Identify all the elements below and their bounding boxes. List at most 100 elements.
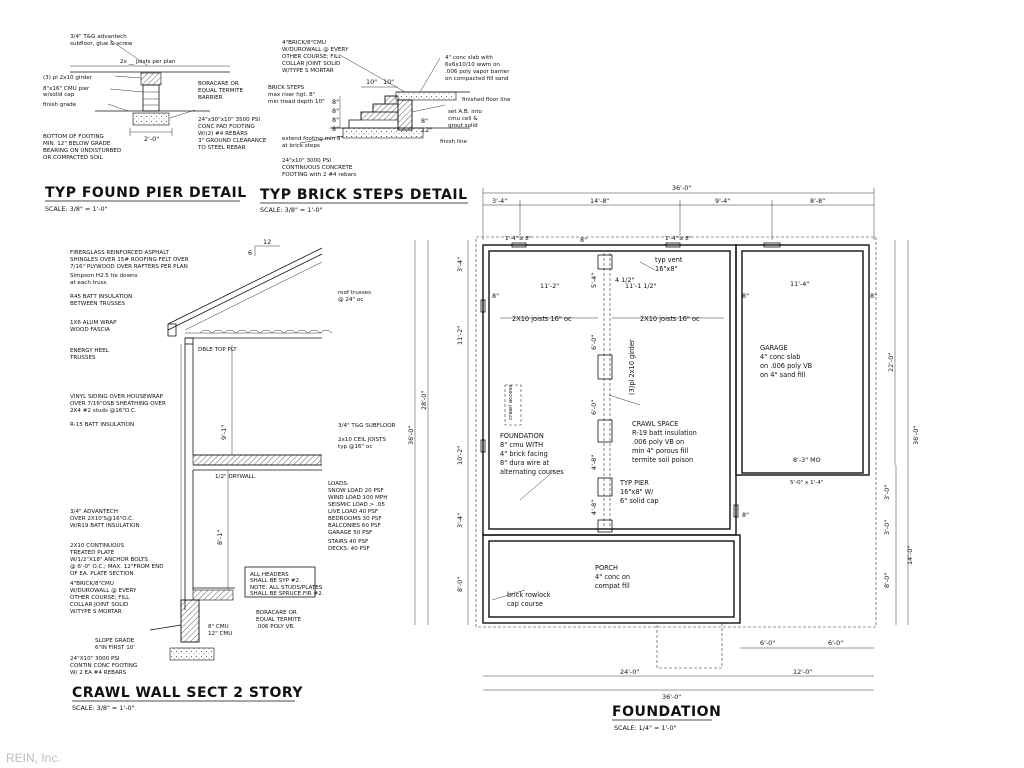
dim-right-3: 3'-0" — [883, 485, 891, 500]
dim-int-13: 8" — [742, 292, 749, 300]
dim-int-12: 8" — [492, 292, 499, 300]
typ-vent-label-2: 16"x8" — [655, 265, 678, 273]
dim-top-3: 9'-4" — [715, 197, 730, 205]
section-note-14: DBLE TOP PLT — [198, 347, 237, 353]
section-note-39: CONTIN CONC FOOTING — [70, 663, 137, 669]
pier-note-13: W/(2) #4 REBARS — [198, 131, 248, 137]
section-note-23: 3/4" ADVANTECH — [70, 509, 118, 515]
section-note-27: TREATED PLATE — [69, 550, 115, 556]
section-note-45: 12" CMU — [208, 631, 232, 637]
pier-note-12: CONC PAD FOOTING — [198, 124, 255, 130]
section-note-42: EQUAL TERMITE — [256, 617, 301, 623]
dim-int-1: 11'-2" — [540, 282, 559, 290]
dim-int-10: 8'-3" MO — [793, 456, 821, 464]
steps-dim-footing: 12" — [421, 126, 432, 134]
crawl-wall-section: 12 6 9'-1" 8 — [69, 238, 396, 712]
pitch-run: 12 — [263, 238, 271, 246]
garage-note-2: 4" conc slab — [760, 353, 800, 361]
headers-note-3: NOTE: ALL STUDS/PLATES — [250, 585, 323, 591]
dim-left-5: 8'-0" — [456, 577, 464, 592]
steps-note-14: set A.B. into — [448, 109, 483, 115]
loads-line-1: LOADS: — [328, 481, 349, 487]
pier-detail: 3/4" T&G advantech subfloor, glue & scre… — [43, 34, 267, 213]
steps-note-8: min tread depth 10" — [268, 99, 325, 105]
foundation-note-2: 8" cmu WITH — [500, 441, 543, 449]
crawl-note-3: .006 poly VB on — [632, 438, 684, 446]
dim-int-3: 4 1/2" — [615, 276, 634, 284]
headers-note-2: SHALL BE SYP #2. — [250, 578, 301, 584]
section-note-7: BETWEEN TRUSSES — [70, 301, 125, 307]
crawl-note-1: CRAWL SPACE — [632, 420, 678, 428]
section-note-35: W/TYPE S MORTAR — [70, 609, 122, 615]
pier-note-2: subfloor, glue & screw — [70, 41, 133, 47]
joists-right-label: 2X10 joists 16" oc — [640, 315, 700, 323]
loads-line-9: STAIRS 40 PSF — [328, 539, 368, 545]
steps-dim-riser-3: 8" — [332, 116, 339, 124]
dim-int-9: 11'-4" — [790, 280, 809, 288]
dim-int-7: 4'-8" — [590, 455, 598, 470]
pier-note-4: (3) pl 2x10 girder — [43, 75, 93, 81]
section-note-13: @ 24" oc — [338, 297, 363, 303]
dim-bottom-4: 12'-0" — [793, 668, 812, 676]
steps-note-12: on compacted fill sand — [445, 76, 509, 82]
steps-dim-riser-2: 8" — [332, 107, 339, 115]
dim-left-6: 28'-0" — [420, 391, 428, 410]
porch-note-2: 4" conc on — [595, 573, 630, 581]
section-note-28: W/1/2"X18" ANCHOR BOLTS — [70, 557, 148, 563]
section-note-8: 1X6 ALUM WRAP — [70, 320, 117, 326]
foundation-scale: SCALE: 1/4" = 1'-0" — [614, 724, 677, 732]
rowlock-note-1: brick rowlock — [507, 591, 551, 599]
dim-bottom-overall: 36'-0" — [662, 693, 681, 701]
pier-note-14: 3" GROUND CLEARANCE — [198, 138, 267, 144]
section-note-4: Simpson H2.5 tie downs — [70, 273, 138, 279]
pier-detail-scale: SCALE: 3/8" = 1'-0" — [45, 205, 108, 213]
dim-int-15: 8" — [742, 511, 749, 519]
steps-dim-riser-1: 8" — [332, 98, 339, 106]
dim-top-4: 8'-8" — [810, 197, 825, 205]
garage-note-3: on .006 poly VB — [760, 362, 813, 370]
loads-line-5: LIVE LOAD 40 PSF — [328, 509, 378, 515]
section-note-10: ENERGY HEEL — [70, 348, 110, 354]
dim-int-16: 8" — [580, 236, 587, 244]
section-note-34: COLLAR JOINT SOLID — [70, 602, 128, 608]
steps-dim-wall: 8" — [421, 117, 428, 125]
section-note-29: @ 6'-0" O.C.; MAX. 12"FROM END — [70, 564, 164, 570]
steps-note-19: finish line — [440, 139, 468, 145]
pier-note-10: BARRIER — [198, 95, 223, 101]
foundation-note-1: FOUNDATION — [500, 432, 544, 440]
dim-int-14: 8" — [870, 292, 877, 300]
rowlock-note-2: cap course — [507, 600, 543, 608]
steps-dim-tread-1: 10" — [366, 78, 377, 86]
dim-int-4: 5'-4" — [590, 273, 598, 288]
section-note-40: W/ 2 EA #4 REBARS — [70, 670, 127, 676]
garage-note-1: GARAGE — [760, 344, 788, 352]
section-note-32: W/DUROWALL @ EVERY — [70, 588, 137, 594]
pier-note-16: BOTTOM OF FOOTING — [43, 134, 104, 140]
pier-note-7: finish grade — [43, 102, 77, 108]
crawl-note-4: min 4" porous fill — [632, 447, 688, 455]
pitch-rise: 6 — [248, 249, 252, 257]
steps-note-16: grout solid — [448, 123, 478, 129]
pier-note-17: MIN. 12" BELOW GRADE — [43, 141, 111, 147]
pier-note-19: OR COMPACTED SOIL — [43, 155, 103, 161]
loads-line-10: DECKS: 40 PSF — [328, 546, 370, 552]
garage-note-4: on 4" sand fill — [760, 371, 806, 379]
section-note-31: 4"BRICK/8"CMU — [70, 581, 114, 587]
dim-int-17: 1'-4" x 8" — [505, 236, 532, 242]
section-note-26: 2X10 CONTINUOUS — [70, 543, 125, 549]
watermark-text: REIN, Inc. — [6, 751, 61, 765]
pier-detail-title: TYP FOUND PIER DETAIL — [45, 185, 247, 201]
dim-bottom-3: 24'-0" — [620, 668, 639, 676]
loads-line-2: SNOW LOAD 20 PSF — [328, 488, 384, 494]
steps-note-17: extend footing min 8" — [282, 136, 343, 142]
steps-note-2: W/DUROWALL @ EVERY — [282, 47, 349, 53]
headers-note-4: SHALL BE SPRUCE FIR #2. — [250, 591, 324, 597]
dim-int-8: 4'-8" — [590, 500, 598, 515]
steps-note-1: 4"BRICK/8"CMU — [282, 40, 326, 46]
steps-dim-tread-2: 10" — [383, 78, 394, 86]
section-note-25: W/R19 BATT INSULATION — [70, 523, 140, 529]
section-note-15: VINYL SIDING OVER HOUSEWRAP — [70, 394, 164, 400]
steps-note-4: COLLAR JOINT SOLID — [282, 61, 340, 67]
section-note-16: OVER 7/16"OSB SHEATHING OVER — [70, 401, 166, 407]
